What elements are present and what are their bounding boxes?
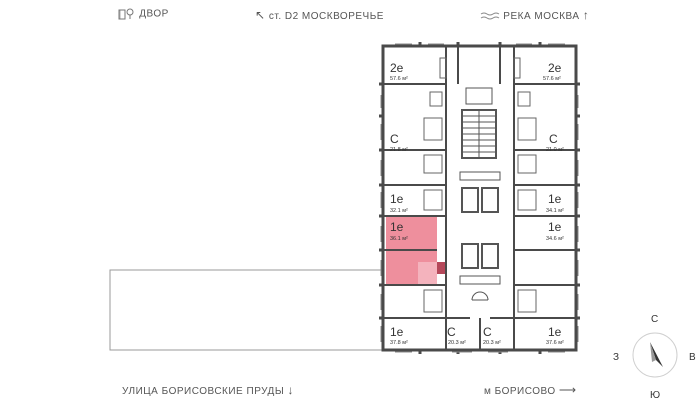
apartment-type: 1е bbox=[548, 325, 562, 339]
street-text: УЛИЦА БОРИСОВСКИЕ ПРУДЫ bbox=[122, 386, 285, 397]
yard-text: ДВОР bbox=[139, 8, 169, 20]
bathroom-blocks bbox=[423, 57, 537, 313]
compass-north: С bbox=[651, 314, 658, 325]
compass-west: З bbox=[613, 352, 619, 363]
apartment-type: 1е bbox=[548, 192, 562, 206]
apartment-2e-57-6-left[interactable]: 2е 57.6 м² bbox=[390, 61, 408, 82]
apartment-area: 36.1 м² bbox=[390, 236, 408, 242]
apartment-area: 20.3 м² bbox=[483, 340, 501, 346]
arrow-up-left-icon: ↖ bbox=[255, 8, 266, 22]
apartment-type: 2е bbox=[390, 61, 404, 75]
adjacent-building-outline bbox=[109, 269, 383, 351]
apartment-studio-21-0[interactable]: С 21.0 м² bbox=[546, 132, 564, 153]
apartment-area: 37.8 м² bbox=[390, 340, 408, 346]
apartment-1e-36-1[interactable]: 1е 36.1 м² bbox=[390, 220, 408, 242]
apartment-type: 1е bbox=[390, 220, 404, 234]
arrow-up-icon: ↑ bbox=[582, 8, 590, 22]
apartment-1e-34-6[interactable]: 1е 34.6 м² bbox=[546, 220, 564, 242]
apartment-area: 21.0 м² bbox=[546, 147, 564, 153]
apartment-type: С bbox=[549, 132, 558, 146]
station-text: ст. D2 МОСКВОРЕЧЬЕ bbox=[268, 11, 384, 22]
apartment-1e-37-8[interactable]: 1е 37.8 м² bbox=[390, 325, 408, 346]
apartment-type: 1е bbox=[390, 325, 404, 339]
apartment-area: 57.6 м² bbox=[543, 76, 561, 82]
apartment-area: 20.3 м² bbox=[448, 340, 466, 346]
apartment-area: 32.1 м² bbox=[390, 208, 408, 214]
apartment-type: С bbox=[390, 132, 399, 146]
apartment-2e-57-6-right[interactable]: 2е 57.6 м² bbox=[543, 61, 562, 82]
apartment-area: 34.1 м² bbox=[546, 208, 564, 214]
river-label: РЕКА МОСКВА ↑ bbox=[480, 8, 589, 22]
yard-icon bbox=[118, 8, 134, 20]
compass-south: Ю bbox=[650, 390, 660, 400]
interior-walls bbox=[383, 46, 576, 350]
compass-needle-shade bbox=[650, 342, 656, 362]
staircase bbox=[461, 87, 497, 159]
arrow-down-icon: ↓ bbox=[287, 383, 294, 397]
street-label: УЛИЦА БОРИСОВСКИЕ ПРУДЫ ↓ bbox=[122, 383, 294, 397]
compass-east: В bbox=[689, 352, 696, 363]
arrow-right-icon: ⟶ bbox=[558, 383, 577, 397]
station-label: ↖ ст. D2 МОСКВОРЕЧЬЕ bbox=[255, 8, 384, 22]
river-text: РЕКА МОСКВА bbox=[503, 11, 580, 22]
apartment-1e-37-6[interactable]: 1е 37.6 м² bbox=[546, 325, 564, 346]
apartment-type: 1е bbox=[548, 220, 562, 234]
yard-label: ДВОР bbox=[118, 8, 169, 20]
waves-icon bbox=[480, 12, 500, 20]
windows bbox=[380, 43, 579, 353]
metro-label: м БОРИСОВО ⟶ bbox=[484, 383, 577, 397]
compass-needle-icon bbox=[650, 342, 663, 367]
apartment-type: С bbox=[447, 325, 456, 339]
compass-ring bbox=[632, 332, 678, 378]
apartment-1e-34-1[interactable]: 1е 34.1 м² bbox=[546, 192, 564, 214]
outer-columns bbox=[379, 42, 580, 354]
metro-text: м БОРИСОВО bbox=[484, 386, 556, 397]
apartment-1e-32-1[interactable]: 1е 32.1 м² bbox=[390, 192, 408, 214]
apartment-area: 57.6 м² bbox=[390, 76, 408, 82]
compass: С З В Ю bbox=[613, 314, 696, 400]
apartment-area: 34.6 м² bbox=[546, 236, 564, 242]
apartment-type: С bbox=[483, 325, 492, 339]
apartment-area: 21.8 м² bbox=[390, 147, 408, 153]
apartment-type: 1е bbox=[390, 192, 404, 206]
apartment-studio-20-3-left[interactable]: С 20.3 м² bbox=[447, 325, 466, 346]
elevator-shafts bbox=[459, 171, 501, 301]
apartment-studio-20-3-right[interactable]: С 20.3 м² bbox=[483, 325, 501, 346]
apartment-studio-21-8[interactable]: С 21.8 м² bbox=[390, 132, 408, 153]
apartment-area: 37.6 м² bbox=[546, 340, 564, 346]
apartment-type: 2е bbox=[548, 61, 562, 75]
